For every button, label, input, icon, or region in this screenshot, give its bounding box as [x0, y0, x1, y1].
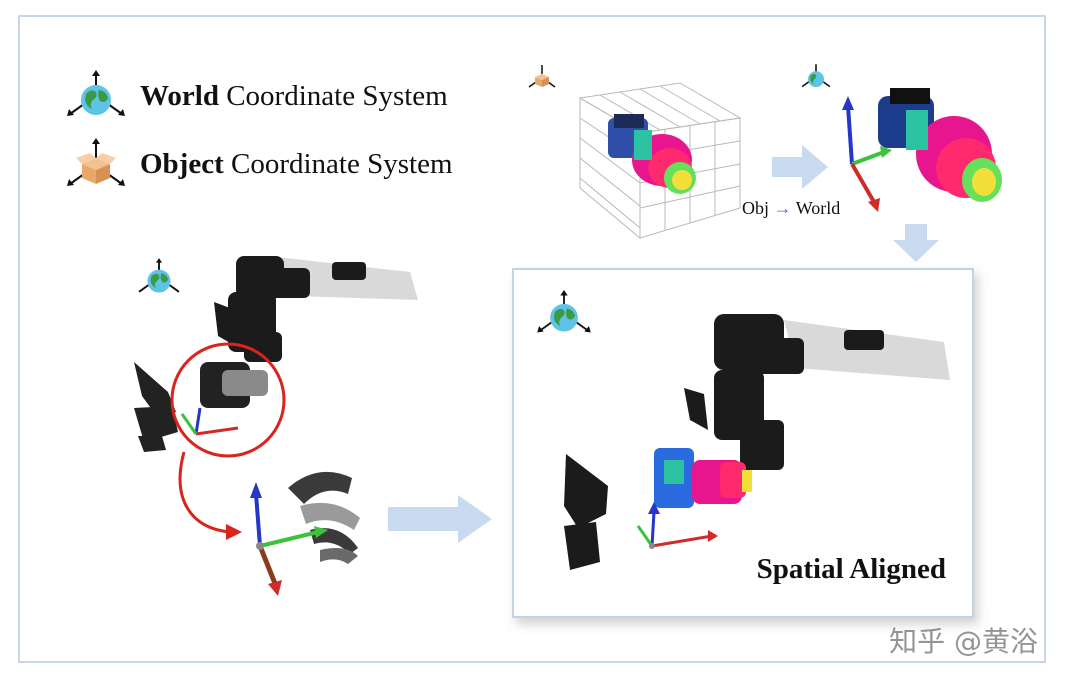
globe-axes-icon — [801, 64, 831, 88]
legend-object-rest: Coordinate System — [223, 147, 453, 180]
world-frame-pointcloud — [842, 88, 1002, 212]
transform-from: Obj — [742, 198, 769, 218]
watermark: 知乎 @黄浴 — [889, 625, 1038, 658]
legend-world: World Coordinate System — [66, 70, 448, 122]
align-arrow — [388, 495, 492, 543]
box-axes-icon — [67, 138, 125, 186]
robot-arm-pointcloud — [134, 256, 418, 540]
legend-object-bold: Object — [140, 147, 224, 180]
legend-world-label: World Coordinate System — [140, 80, 448, 113]
transform-to: World — [795, 198, 841, 218]
spatial-aligned-label: Spatial Aligned — [756, 553, 946, 585]
legend-object: Object Coordinate System — [66, 138, 453, 190]
spatial-aligned-panel: Spatial Aligned — [512, 268, 974, 618]
globe-axes-icon — [138, 258, 180, 293]
legend-world-bold: World — [140, 79, 219, 112]
transform-arrow — [772, 145, 828, 189]
legend-object-label: Object Coordinate System — [140, 148, 453, 181]
transform-arrow-glyph: → — [773, 198, 792, 218]
globe-axes-icon — [537, 290, 591, 333]
down-arrow — [893, 224, 939, 262]
gripper-frame-pointcloud — [250, 471, 360, 596]
aligned-scene-pointcloud — [564, 314, 950, 570]
object-frame-pointcloud — [578, 82, 742, 240]
obj-to-world-label: Obj → World — [742, 198, 840, 219]
globe-axes-icon — [67, 70, 125, 116]
box-axes-icon — [528, 65, 556, 88]
legend-world-rest: Coordinate System — [218, 79, 448, 112]
